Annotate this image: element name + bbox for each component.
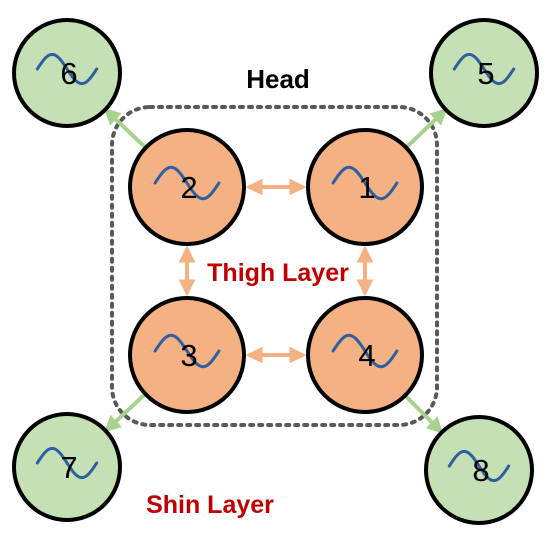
node-circle-4 [306, 296, 424, 414]
node-circle-3 [128, 296, 246, 414]
node-circle-2 [128, 128, 246, 246]
shin-layer-label: Shin Layer [146, 491, 274, 519]
nodes-group: 1 2 3 4 5 6 7 8 [12, 18, 539, 525]
node-label-7: 7 [60, 450, 77, 485]
node-label-8: 8 [472, 453, 489, 488]
node-7: 7 [12, 412, 122, 522]
node-circle-8 [424, 415, 534, 525]
node-8: 8 [424, 415, 534, 525]
node-label-2: 2 [180, 170, 197, 205]
arrow-3-7 [104, 393, 146, 433]
edges-group [103, 107, 448, 435]
sine-wave-icon [331, 165, 399, 201]
sine-wave-icon [153, 333, 221, 369]
node-circle-6 [12, 18, 122, 128]
head-boundary-box [110, 105, 439, 427]
node-circle-7 [12, 412, 122, 522]
sine-wave-icon [331, 333, 399, 369]
arrow-4-8 [405, 395, 444, 435]
sine-wave-icon [447, 449, 511, 483]
node-4: 4 [306, 296, 424, 414]
sine-wave-icon [35, 446, 99, 480]
node-5: 5 [429, 18, 539, 128]
node-label-3: 3 [180, 338, 197, 373]
head-label: Head [246, 64, 310, 94]
node-2: 2 [128, 128, 246, 246]
node-label-5: 5 [477, 56, 494, 91]
node-3: 3 [128, 296, 246, 414]
node-circle-5 [429, 18, 539, 128]
sine-wave-icon [35, 52, 99, 86]
sine-wave-icon [452, 52, 516, 86]
node-circle-1 [306, 128, 424, 246]
thigh-layer-label: Thigh Layer [207, 259, 349, 287]
node-1: 1 [306, 128, 424, 246]
node-label-1: 1 [358, 170, 375, 205]
arrow-1-5 [406, 108, 448, 148]
node-label-4: 4 [358, 338, 375, 373]
sine-wave-icon [153, 165, 221, 201]
node-label-6: 6 [60, 56, 77, 91]
node-6: 6 [12, 18, 122, 128]
arrow-2-6 [103, 107, 146, 148]
